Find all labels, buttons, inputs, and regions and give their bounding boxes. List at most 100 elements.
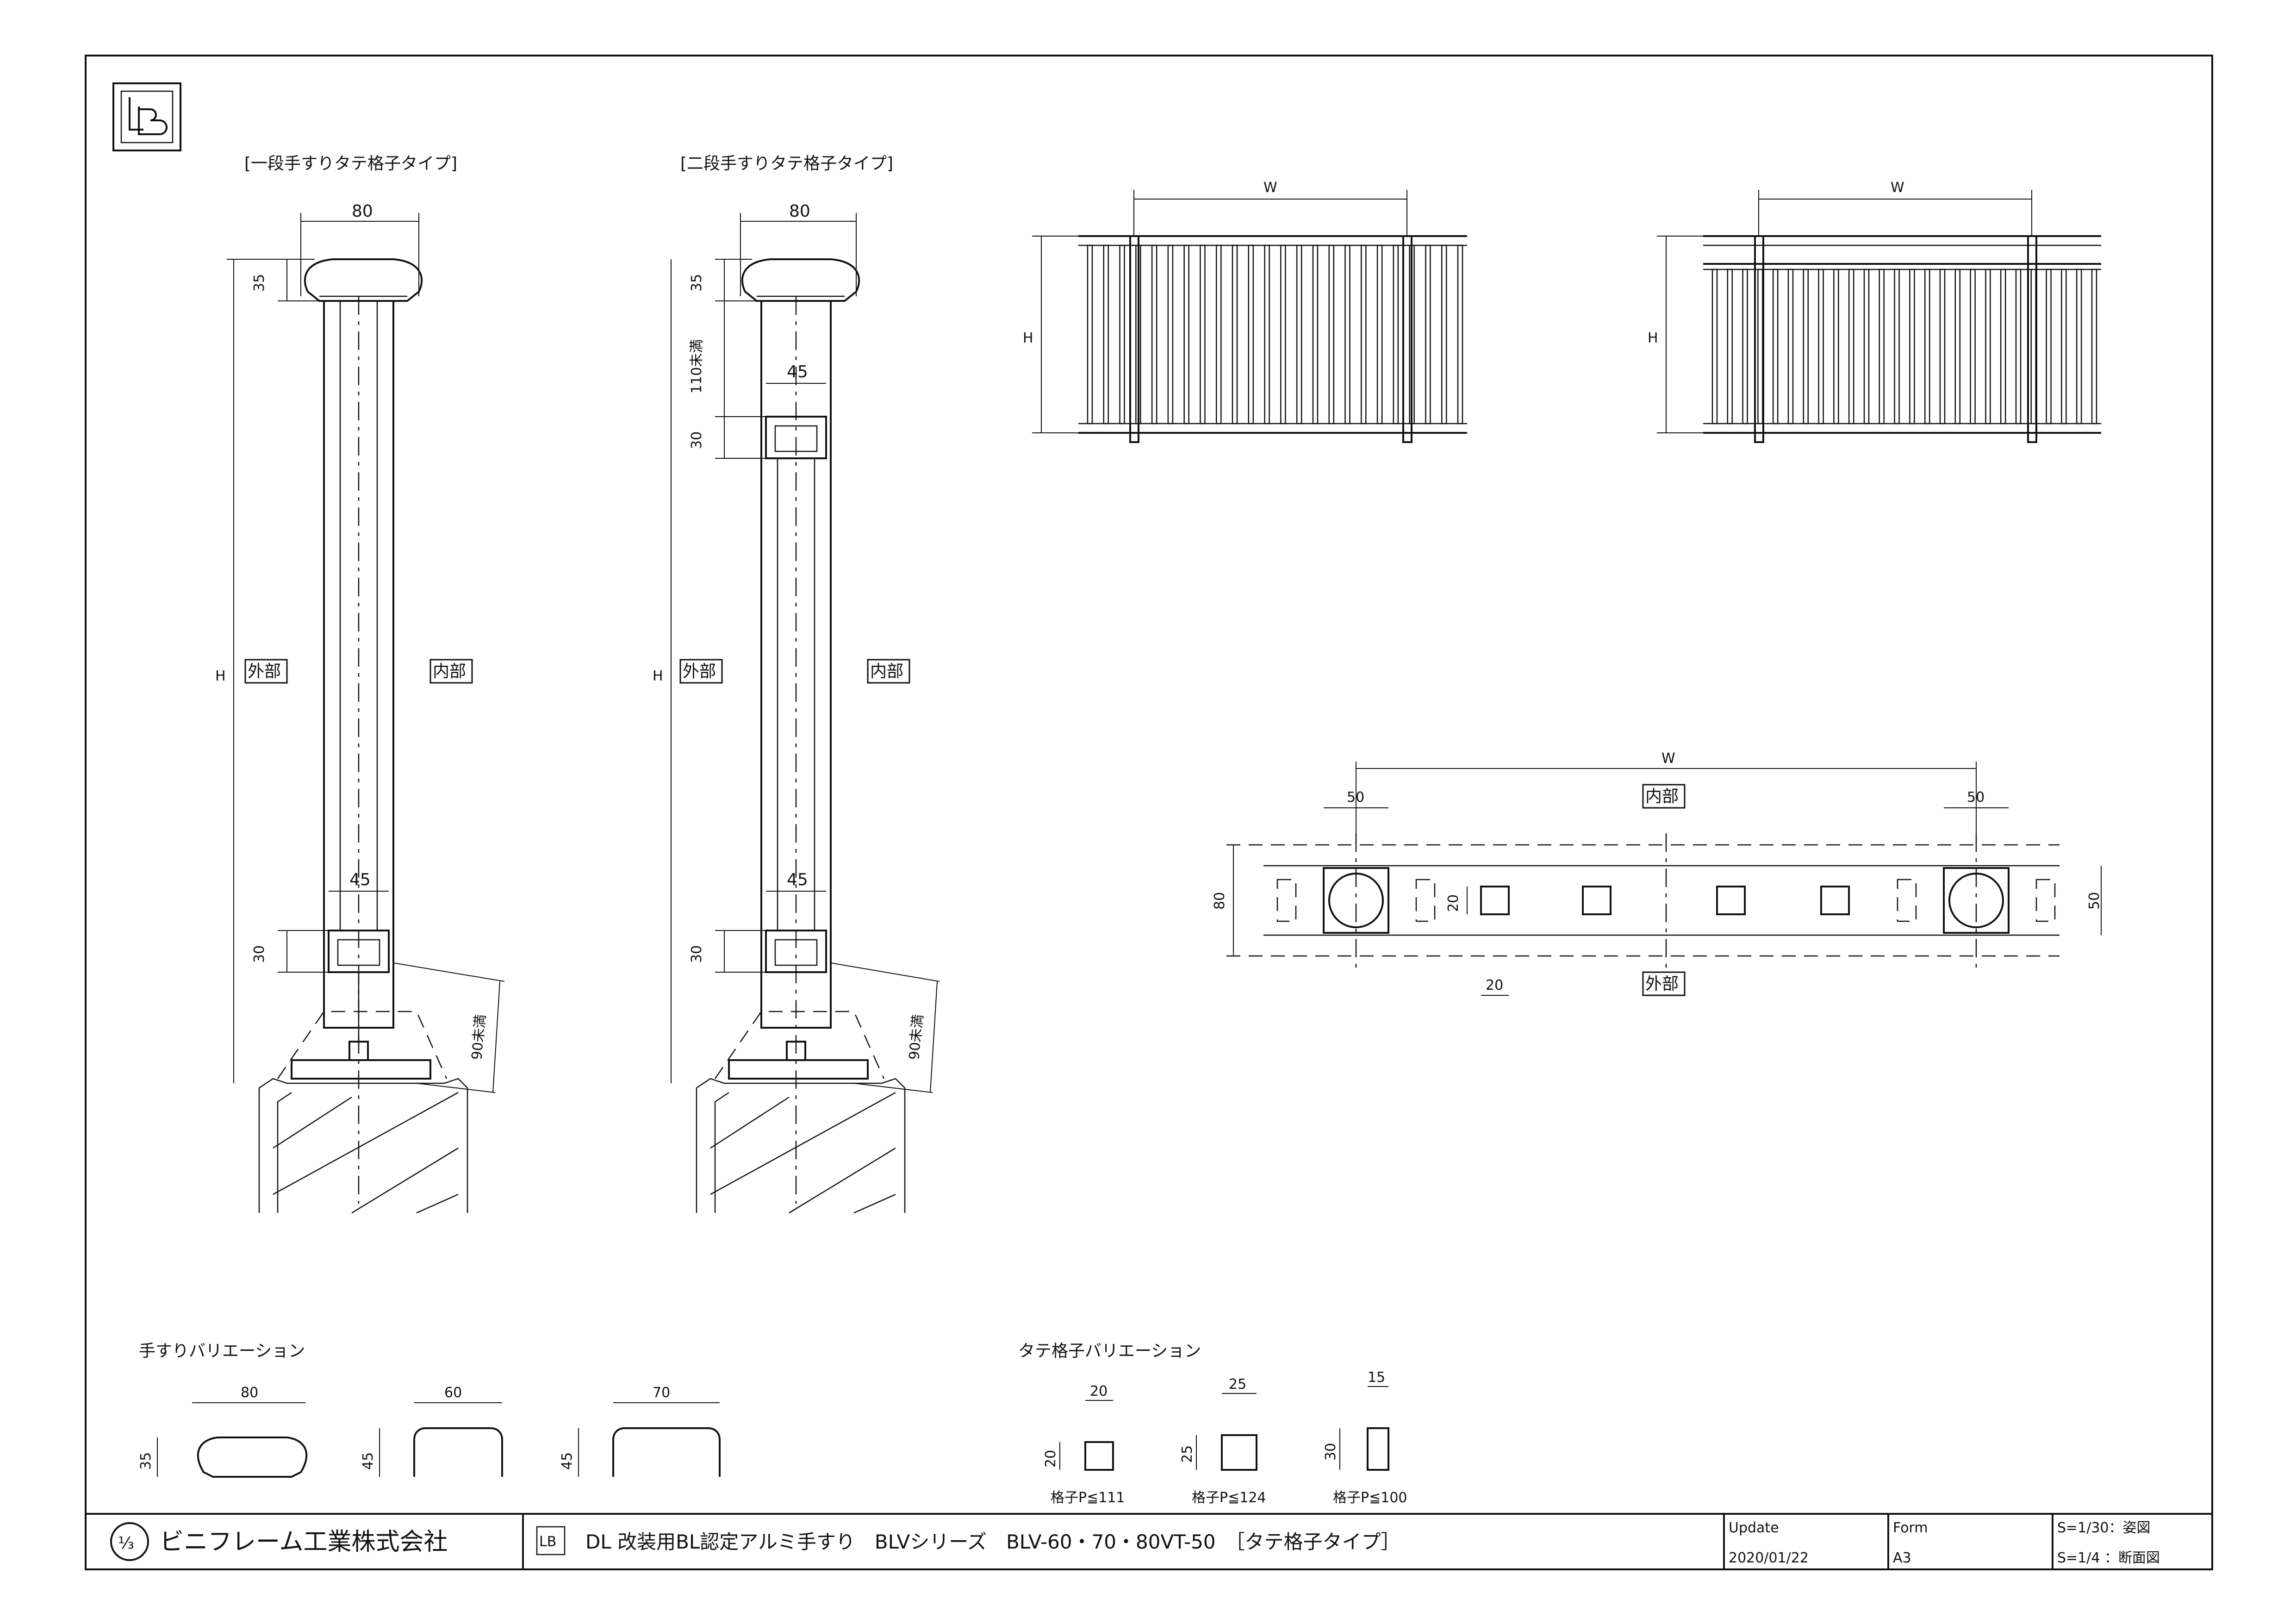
dim-45-b: 45 [787,870,808,889]
baluster-bar [1280,244,1286,425]
baluster-bar [1296,244,1302,425]
elev2-h: H [1648,330,1658,346]
inside-label-a: 内部 [433,662,466,681]
bal-30-v: 30 [1323,1443,1339,1461]
baluster-bar [2030,269,2037,425]
type1-title: [一段手すりタテ格子タイプ] [244,154,457,173]
baluster-bar [1757,269,1763,425]
dim-30-a: 30 [251,945,268,963]
baluster-bar [2046,269,2052,425]
baluster-4 [1820,886,1850,915]
var-60: 60 [444,1385,462,1401]
company-logo [110,1522,149,1561]
scale-1: S=1/30：姿図 [2057,1520,2151,1536]
baluster-bar [1151,244,1157,425]
baluster-bar [1216,244,1222,425]
baluster-bar [2061,269,2067,425]
plan-20-v: 20 [1445,894,1462,912]
title-block: ⅓ ビニフレーム工業株式会社 LB DL 改装用BL認定アルミ手すり BLVシリ… [86,1513,2212,1569]
baluster-bar [1924,269,1930,425]
pitch-3: 格子P≦100 [1333,1490,1407,1506]
type2-title: [二段手すりタテ格子タイプ] [680,154,893,173]
baluster-bar [1328,244,1334,425]
baluster-bar [1183,244,1189,425]
handrail-variation-title: 手すりバリエーション [139,1342,305,1361]
plan-w: W [1661,750,1675,767]
bal-20-h: 20 [1090,1383,1108,1399]
baluster-bar [2076,269,2082,425]
pitch-2: 格子P≦124 [1192,1490,1266,1506]
elevation-2: W H [1648,180,2101,443]
baluster-bar [1985,269,1991,425]
baluster-bar [1312,244,1319,425]
baluster-bar [1803,269,1809,425]
post-section-2: 80 35 110未満 30 45 H 外部 内部 45 30 90未満 [653,202,940,1214]
bal-25-v: 25 [1179,1445,1195,1463]
baluster-bar [1167,244,1174,425]
baluster-bar [1863,269,1870,425]
baluster-bar [1954,269,1961,425]
baluster-bar [1344,244,1350,425]
lb-logo [112,82,181,151]
scale-2: S=1/4 ：断面図 [2057,1550,2160,1566]
elevation-1: W H [1023,180,1467,443]
baluster-bar [1361,244,1367,425]
form-label: Form [1893,1520,1928,1536]
title-lb-logo [536,1526,566,1555]
dim-110-b: 110未満 [689,339,705,394]
sheet-border [85,55,2213,1570]
bal-20-v: 20 [1043,1450,1059,1468]
baluster-bar [1772,269,1779,425]
elev1-h: H [1023,330,1033,346]
elevation-post [1129,235,1139,443]
plan-50-side: 50 [2086,892,2103,910]
baluster-bar [2015,269,2022,425]
baluster-bar [1232,244,1238,425]
elevation-post [1754,235,1764,443]
plan-section: W 内部 外部 50 50 80 50 20 20 [1212,750,2103,996]
baluster-bar [1894,269,1900,425]
outside-label-a: 外部 [248,662,281,681]
baluster-bar [1441,244,1447,425]
baluster-bar [1393,244,1399,425]
baluster-bar [1727,269,1733,425]
plan-inside: 内部 [1645,787,1679,806]
baluster-3 [1716,886,1746,915]
baluster-variation: 20 20 格子P≦111 25 25 格子P≦124 15 30 格子P≦10… [1043,1369,1407,1506]
baluster-bar [1848,269,1854,425]
company-name: ビニフレーム工業株式会社 [160,1528,448,1556]
title-logo-text: LB [539,1534,556,1550]
baluster-bar [1711,269,1718,425]
plan-80: 80 [1212,892,1228,910]
baluster-bar [1970,269,1976,425]
dim-80-a: 80 [352,202,373,221]
outside-label-b: 外部 [683,662,716,681]
baluster-bar [1103,244,1109,425]
baluster-bar [1248,244,1254,425]
baluster-bar [1119,244,1125,425]
update-value: 2020/01/22 [1729,1550,1809,1566]
plan-post-right [1897,867,2056,934]
drawing-title: DL 改装用BL認定アルミ手すり BLVシリーズ BLV-60・70・80VT-… [585,1530,1400,1553]
dim-80-b: 80 [789,202,810,221]
plan-outside: 外部 [1645,974,1679,993]
company-logo-mark: ⅓ [118,1534,134,1553]
baluster-bar [1742,269,1748,425]
handrail-variation: 80 35 60 45 70 45 [138,1385,721,1478]
baluster-bar [1200,244,1206,425]
bal-15-h: 15 [1368,1369,1385,1386]
dim-35-b: 35 [689,274,705,292]
var-70: 70 [653,1385,670,1401]
dim-h-b: H [653,668,663,684]
baluster-bar [2091,269,2097,425]
elev1-w: W [1263,180,1277,196]
baluster-bar [1939,269,1946,425]
post-section-1: 80 35 H 外部 内部 45 30 90未満 [215,202,505,1214]
baluster-2 [1582,886,1612,915]
var-35: 35 [138,1452,154,1470]
baluster-bar [2000,269,2006,425]
baluster-1 [1480,886,1510,915]
plan-50-left: 50 [1347,789,1364,806]
elevation-post [2027,235,2037,443]
